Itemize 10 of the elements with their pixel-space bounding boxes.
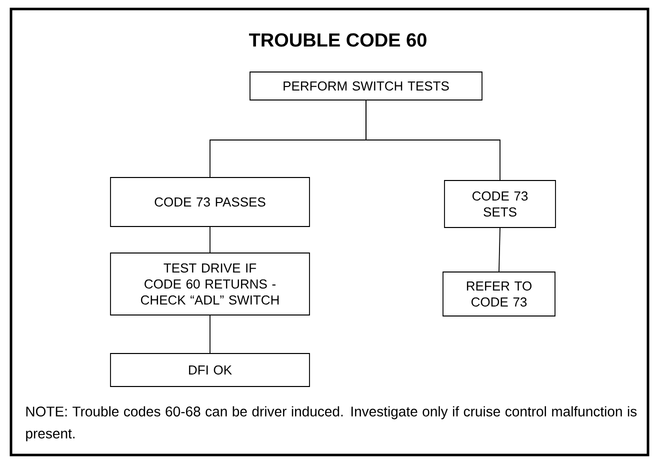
process-box: CODE 73 SETS	[444, 180, 556, 228]
process-box: DFI OK	[110, 353, 310, 387]
connector-line	[498, 228, 500, 272]
note-text: NOTE: Trouble codes 60-68 can be driver induced. Investigate only if cruise control malfunction is present.	[26, 406, 637, 442]
process-box: CODE 73 PASSES	[110, 177, 310, 227]
process-box: PERFORM SWITCH TESTS	[250, 72, 482, 100]
title: TROUBLE CODE 60	[249, 33, 426, 47]
process-box: TEST DRIVE IF CODE 60 RETURNS - CHECK “ADL” SWITCH	[110, 252, 310, 316]
process-box: REFER TO CODE 73	[442, 272, 556, 316]
connector-line	[366, 100, 500, 180]
